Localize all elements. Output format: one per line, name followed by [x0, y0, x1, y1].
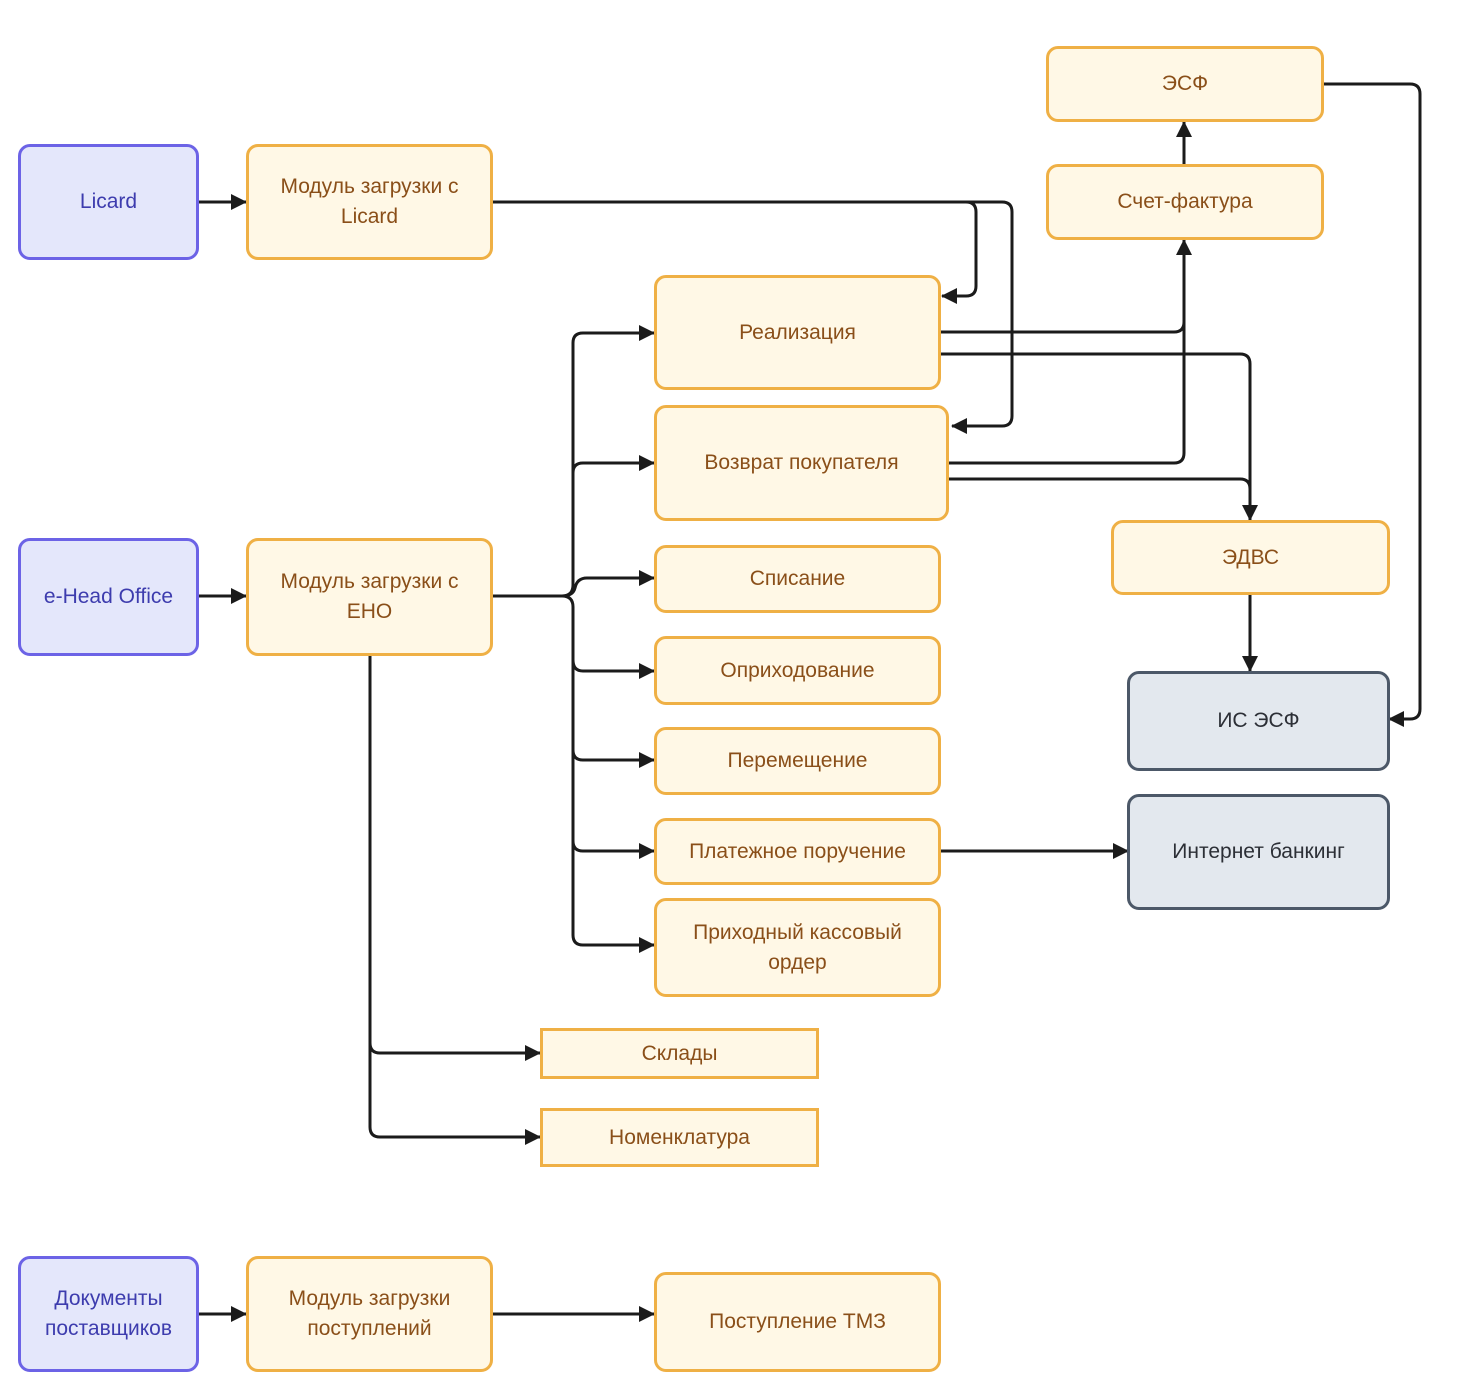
edge-esf-to-is-esf [1323, 82, 1422, 727]
node-customer-return[interactable]: Возврат покупателя [654, 405, 949, 521]
node-module-eho[interactable]: Модуль загрузки с ЕНО [246, 538, 493, 656]
node-realization[interactable]: Реализация [654, 275, 941, 390]
node-esf[interactable]: ЭСФ [1046, 46, 1324, 122]
node-cash-receipt-order[interactable]: Приходный кассовый ордер [654, 898, 941, 997]
edge-eho-to-warehouses [368, 655, 541, 1061]
node-payment-order[interactable]: Платежное поручение [654, 818, 941, 885]
node-invoice[interactable]: Счет-фактура [1046, 164, 1324, 240]
edge-eho-to-cash-receipt [571, 841, 655, 953]
node-nomenclature[interactable]: Номенклатура [540, 1108, 819, 1167]
edge-return-to-edvs [948, 477, 1252, 500]
node-edvs[interactable]: ЭДВС [1111, 520, 1390, 595]
edge-return-to-invoice [948, 322, 1186, 465]
node-goods-receipt[interactable]: Поступление ТМЗ [654, 1272, 941, 1372]
node-licard[interactable]: Licard [18, 144, 199, 260]
edge-eho-to-nomenclature [368, 1043, 541, 1145]
edge-eho-to-payment [571, 750, 655, 859]
node-e-head-office[interactable]: e-Head Office [18, 538, 199, 656]
node-writeoff[interactable]: Списание [654, 545, 941, 613]
node-posting[interactable]: Оприходование [654, 636, 941, 705]
edge-eho-to-return [571, 455, 655, 474]
node-module-receipts[interactable]: Модуль загрузки поступлений [246, 1256, 493, 1372]
edge-realization-to-edvs [940, 352, 1258, 521]
edge-eho-to-transfer [571, 660, 655, 768]
node-is-esf[interactable]: ИС ЭСФ [1127, 671, 1390, 771]
node-module-licard[interactable]: Модуль загрузки с Licard [246, 144, 493, 260]
node-supplier-documents[interactable]: Документы поставщиков [18, 1256, 199, 1372]
node-internet-banking[interactable]: Интернет банкинг [1127, 794, 1390, 910]
edge-licard-module-to-return [492, 200, 1014, 434]
node-warehouses[interactable]: Склады [540, 1028, 819, 1079]
node-transfer[interactable]: Перемещение [654, 727, 941, 795]
edge-eho-to-posting [492, 594, 655, 679]
